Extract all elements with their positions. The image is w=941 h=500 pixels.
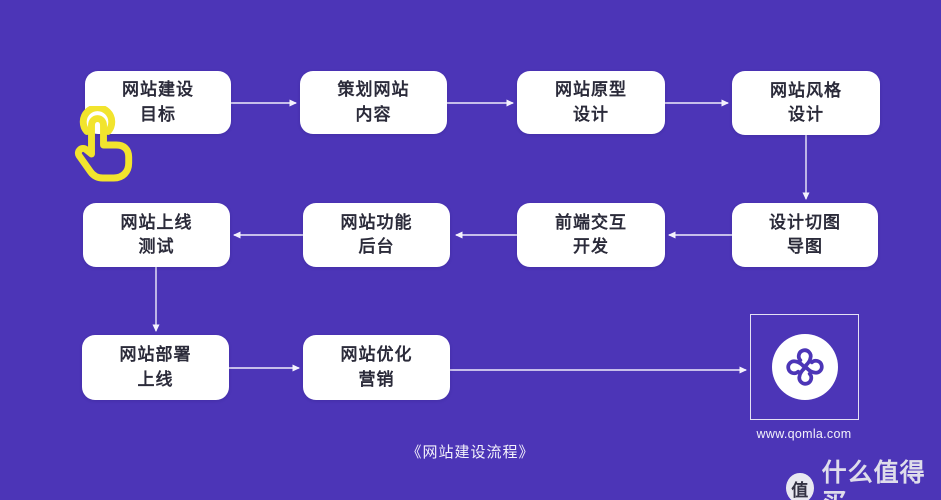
flow-node-goal: 网站建设 目标: [85, 71, 231, 134]
diagram-caption: 《网站建设流程》: [406, 444, 535, 461]
flow-node-deploy: 网站部署 上线: [82, 335, 229, 400]
flow-node-style: 网站风格 设计: [732, 71, 880, 135]
flow-node-frontend: 前端交互 开发: [517, 203, 665, 267]
qomla-logo-frame: [750, 314, 859, 420]
smzdm-brand-text: 什么值得买: [821, 459, 926, 500]
smzdm-badge-icon: 值: [786, 473, 814, 500]
flow-node-slicing: 设计切图 导图: [732, 203, 878, 267]
flow-node-prototype: 网站原型 设计: [517, 71, 665, 134]
qomla-logo-circle: [771, 334, 838, 400]
qomla-clover-icon: [785, 348, 824, 386]
flow-node-marketing: 网站优化 营销: [303, 335, 450, 400]
flow-node-launch-test: 网站上线 测试: [83, 203, 230, 267]
tap-hand-icon: [74, 106, 133, 182]
flow-node-plan: 策划网站 内容: [300, 71, 447, 134]
smzdm-watermark: 值 什么值得买: [786, 458, 941, 500]
qomla-site-url: www.qomla.com: [756, 427, 852, 441]
flow-node-backend: 网站功能 后台: [303, 203, 450, 267]
